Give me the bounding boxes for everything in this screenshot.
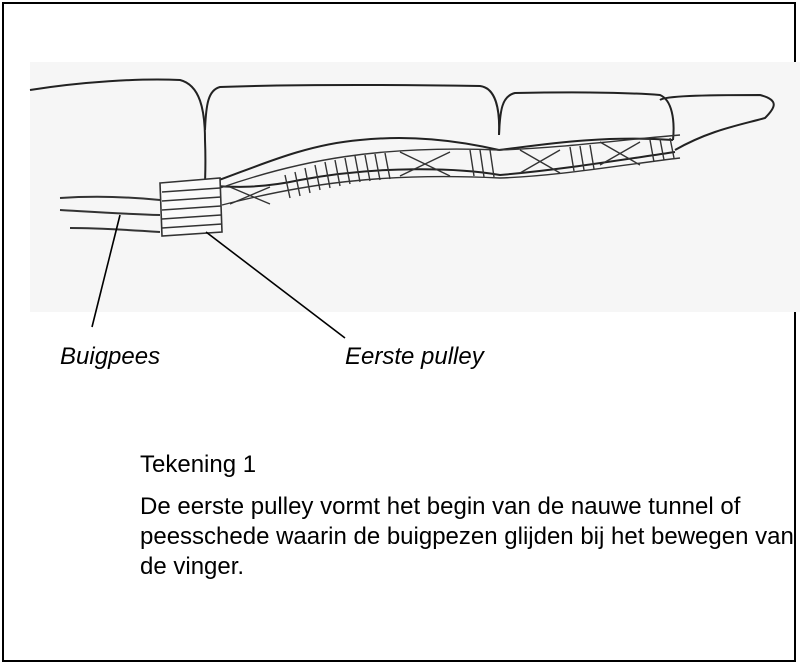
pulley-label: Eerste pulley xyxy=(345,343,484,371)
first-pulley-shape xyxy=(160,178,222,236)
finger-outline xyxy=(30,79,774,186)
caption-text: De eerste pulley vormt het begin van de … xyxy=(140,492,800,582)
tendon-leader-line xyxy=(92,215,120,327)
caption-title: Tekening 1 xyxy=(140,451,256,479)
tendon-label: Buigpees xyxy=(60,343,160,371)
tendon-lines xyxy=(60,197,160,232)
pulley-leader-line xyxy=(206,232,345,338)
